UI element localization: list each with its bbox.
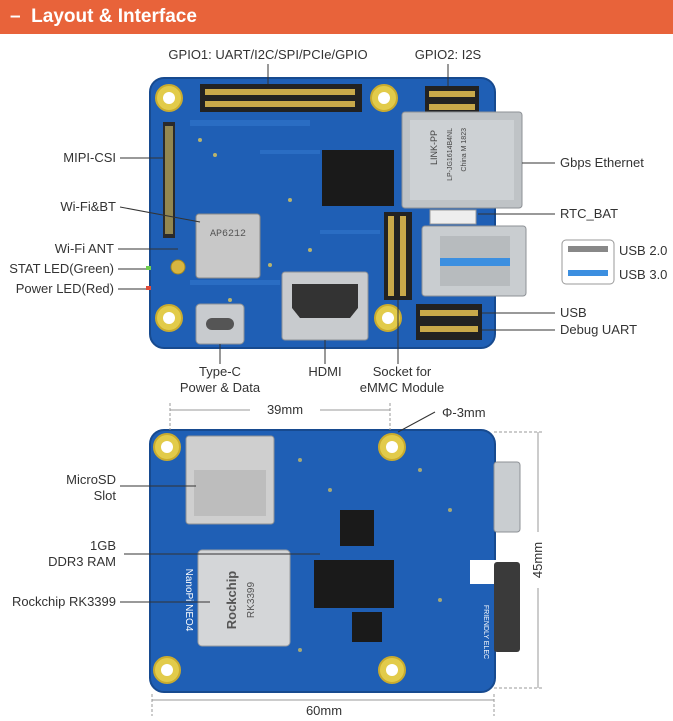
label-mipi-csi: MIPI-CSI — [63, 150, 116, 165]
label-rtc-bat: RTC_BAT — [560, 206, 619, 221]
rk3399-chip — [197, 549, 291, 647]
svg-text:China M 1823: China M 1823 — [461, 128, 468, 172]
label-gpio1: GPIO1: UART/I2C/SPI/PCIe/GPIO — [168, 47, 368, 62]
svg-text:LINK-PP: LINK-PP — [429, 130, 439, 165]
label-dim-60mm: 60mm — [292, 703, 356, 719]
label-wifi-bt: Wi-Fi&BT — [60, 199, 116, 214]
svg-text:AP6212: AP6212 — [210, 229, 246, 240]
ethernet-port-side — [494, 562, 520, 652]
gpio1-header — [200, 84, 362, 112]
label-hdmi: HDMI — [308, 364, 342, 379]
wifi-module — [195, 213, 261, 279]
usb-legend — [561, 239, 615, 285]
section-header: – Layout & Interface — [0, 0, 673, 34]
svg-text:LP-JG1614B4NL: LP-JG1614B4NL — [447, 128, 454, 181]
svg-text:NanoPi NEO4: NanoPi NEO4 — [183, 569, 194, 632]
label-stat-led: STAT LED(Green) — [9, 261, 114, 276]
label-ethernet: Gbps Ethernet — [560, 155, 644, 170]
usb-port-side — [493, 461, 521, 533]
label-gpio2: GPIO2: I2S — [414, 47, 482, 62]
label-hole-diameter: Φ-3mm — [442, 405, 486, 420]
svg-text:Rockchip: Rockchip — [224, 571, 239, 630]
label-power-led: Power LED(Red) — [15, 281, 114, 296]
svg-text:RK3399: RK3399 — [246, 581, 257, 618]
svg-text:FRIENDLY ELEC: FRIENDLY ELEC — [482, 605, 489, 659]
label-dim-45mm: 45mm — [530, 532, 546, 588]
rtc-battery-connector — [429, 209, 477, 225]
usb-debug-header — [416, 304, 482, 340]
label-usb: USB — [560, 305, 587, 320]
top-board: AP6212 LINK-PP LP-JG1614B4NL China M 182… — [146, 77, 527, 349]
label-dim-39mm: 39mm — [250, 402, 320, 418]
antenna-connector — [170, 259, 186, 275]
ddr-chip — [322, 150, 394, 206]
bottom-board: Rockchip RK3399 NanoPi NEO4 FRIENDLY ELE… — [149, 429, 521, 693]
section-title: – Layout & Interface — [10, 6, 197, 27]
ddr3-ram-chip — [314, 560, 394, 608]
label-debug-uart: Debug UART — [560, 322, 638, 337]
label-usb2: USB 2.0 — [619, 243, 668, 258]
label-wifi-ant: Wi-Fi ANT — [54, 241, 114, 256]
label-usb3: USB 3.0 — [619, 267, 668, 282]
label-rk3399: Rockchip RK3399 — [11, 594, 116, 609]
